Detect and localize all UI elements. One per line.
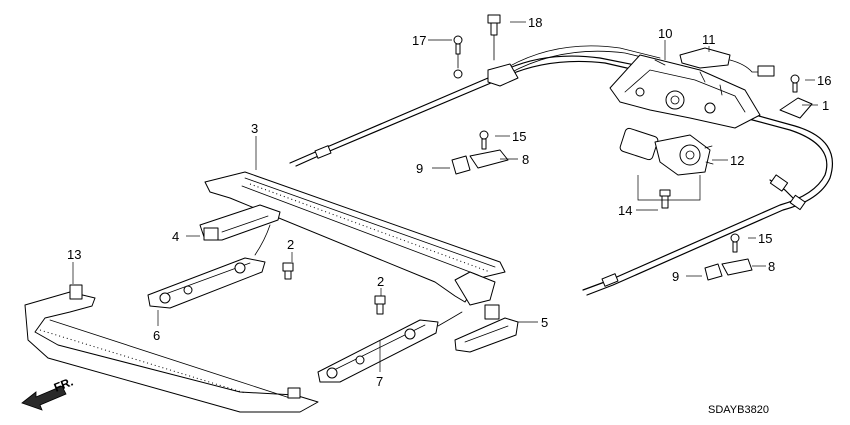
part-18-bolt [487, 14, 519, 87]
callout-8-upper: 8 [522, 152, 529, 167]
callout-9-lower: 9 [672, 269, 679, 284]
part-12-motor [619, 127, 714, 176]
part-16-screw [790, 74, 800, 93]
front-direction-arrow: FR. [21, 375, 75, 411]
callout-11: 11 [702, 32, 716, 47]
callout-8-lower: 8 [768, 259, 775, 274]
part-9-stopper-upper [451, 155, 471, 175]
callout-15-upper: 15 [512, 129, 526, 144]
part-5-guide-right [454, 304, 519, 353]
part-10-drive-frame [609, 54, 761, 129]
callout-4: 4 [172, 229, 179, 244]
part-6-slide-left [147, 224, 271, 309]
callout-2-lower: 2 [377, 274, 384, 289]
part-14-bolt [659, 189, 671, 209]
callout-14: 14 [618, 203, 632, 218]
part-7-slide-right [317, 311, 463, 383]
part-1-clip [779, 97, 813, 119]
callout-13: 13 [67, 247, 81, 262]
callout-16: 16 [817, 73, 831, 88]
front-label: FR. [52, 375, 75, 395]
callout-7: 7 [376, 374, 383, 389]
part-15-screw-lower [730, 233, 740, 253]
part-8-plate-upper [469, 149, 509, 169]
callout-labels: 17 18 10 11 16 1 3 15 8 9 12 14 4 2 15 8… [67, 15, 831, 389]
callout-18: 18 [528, 15, 542, 30]
part-2-bolt-upper [282, 262, 294, 280]
callout-9-upper: 9 [416, 161, 423, 176]
callout-10: 10 [658, 26, 672, 41]
leader-lines [72, 21, 818, 372]
callout-17: 17 [412, 33, 426, 48]
callout-3: 3 [251, 121, 258, 136]
part-8-plate-lower [721, 258, 753, 276]
part-9-stopper-lower [704, 263, 723, 281]
callout-15-lower: 15 [758, 231, 772, 246]
diagram-code: SDAYB3820 [708, 404, 769, 416]
part-2-bolt-lower [374, 295, 386, 315]
callout-6: 6 [153, 328, 160, 343]
part-15-screw-upper [479, 130, 489, 150]
part-17-screw [453, 35, 463, 79]
part-11-bracket [679, 47, 775, 77]
callout-1: 1 [822, 98, 829, 113]
drive-cable-upper [289, 45, 663, 167]
part-4-guide-left [199, 204, 281, 241]
part-3-panel-frame [204, 171, 506, 306]
callout-5: 5 [541, 315, 548, 330]
callout-2-upper: 2 [287, 237, 294, 252]
drive-cable-lower [582, 112, 834, 296]
part-13-drain-frame [24, 284, 319, 413]
callout-12: 12 [730, 153, 744, 168]
